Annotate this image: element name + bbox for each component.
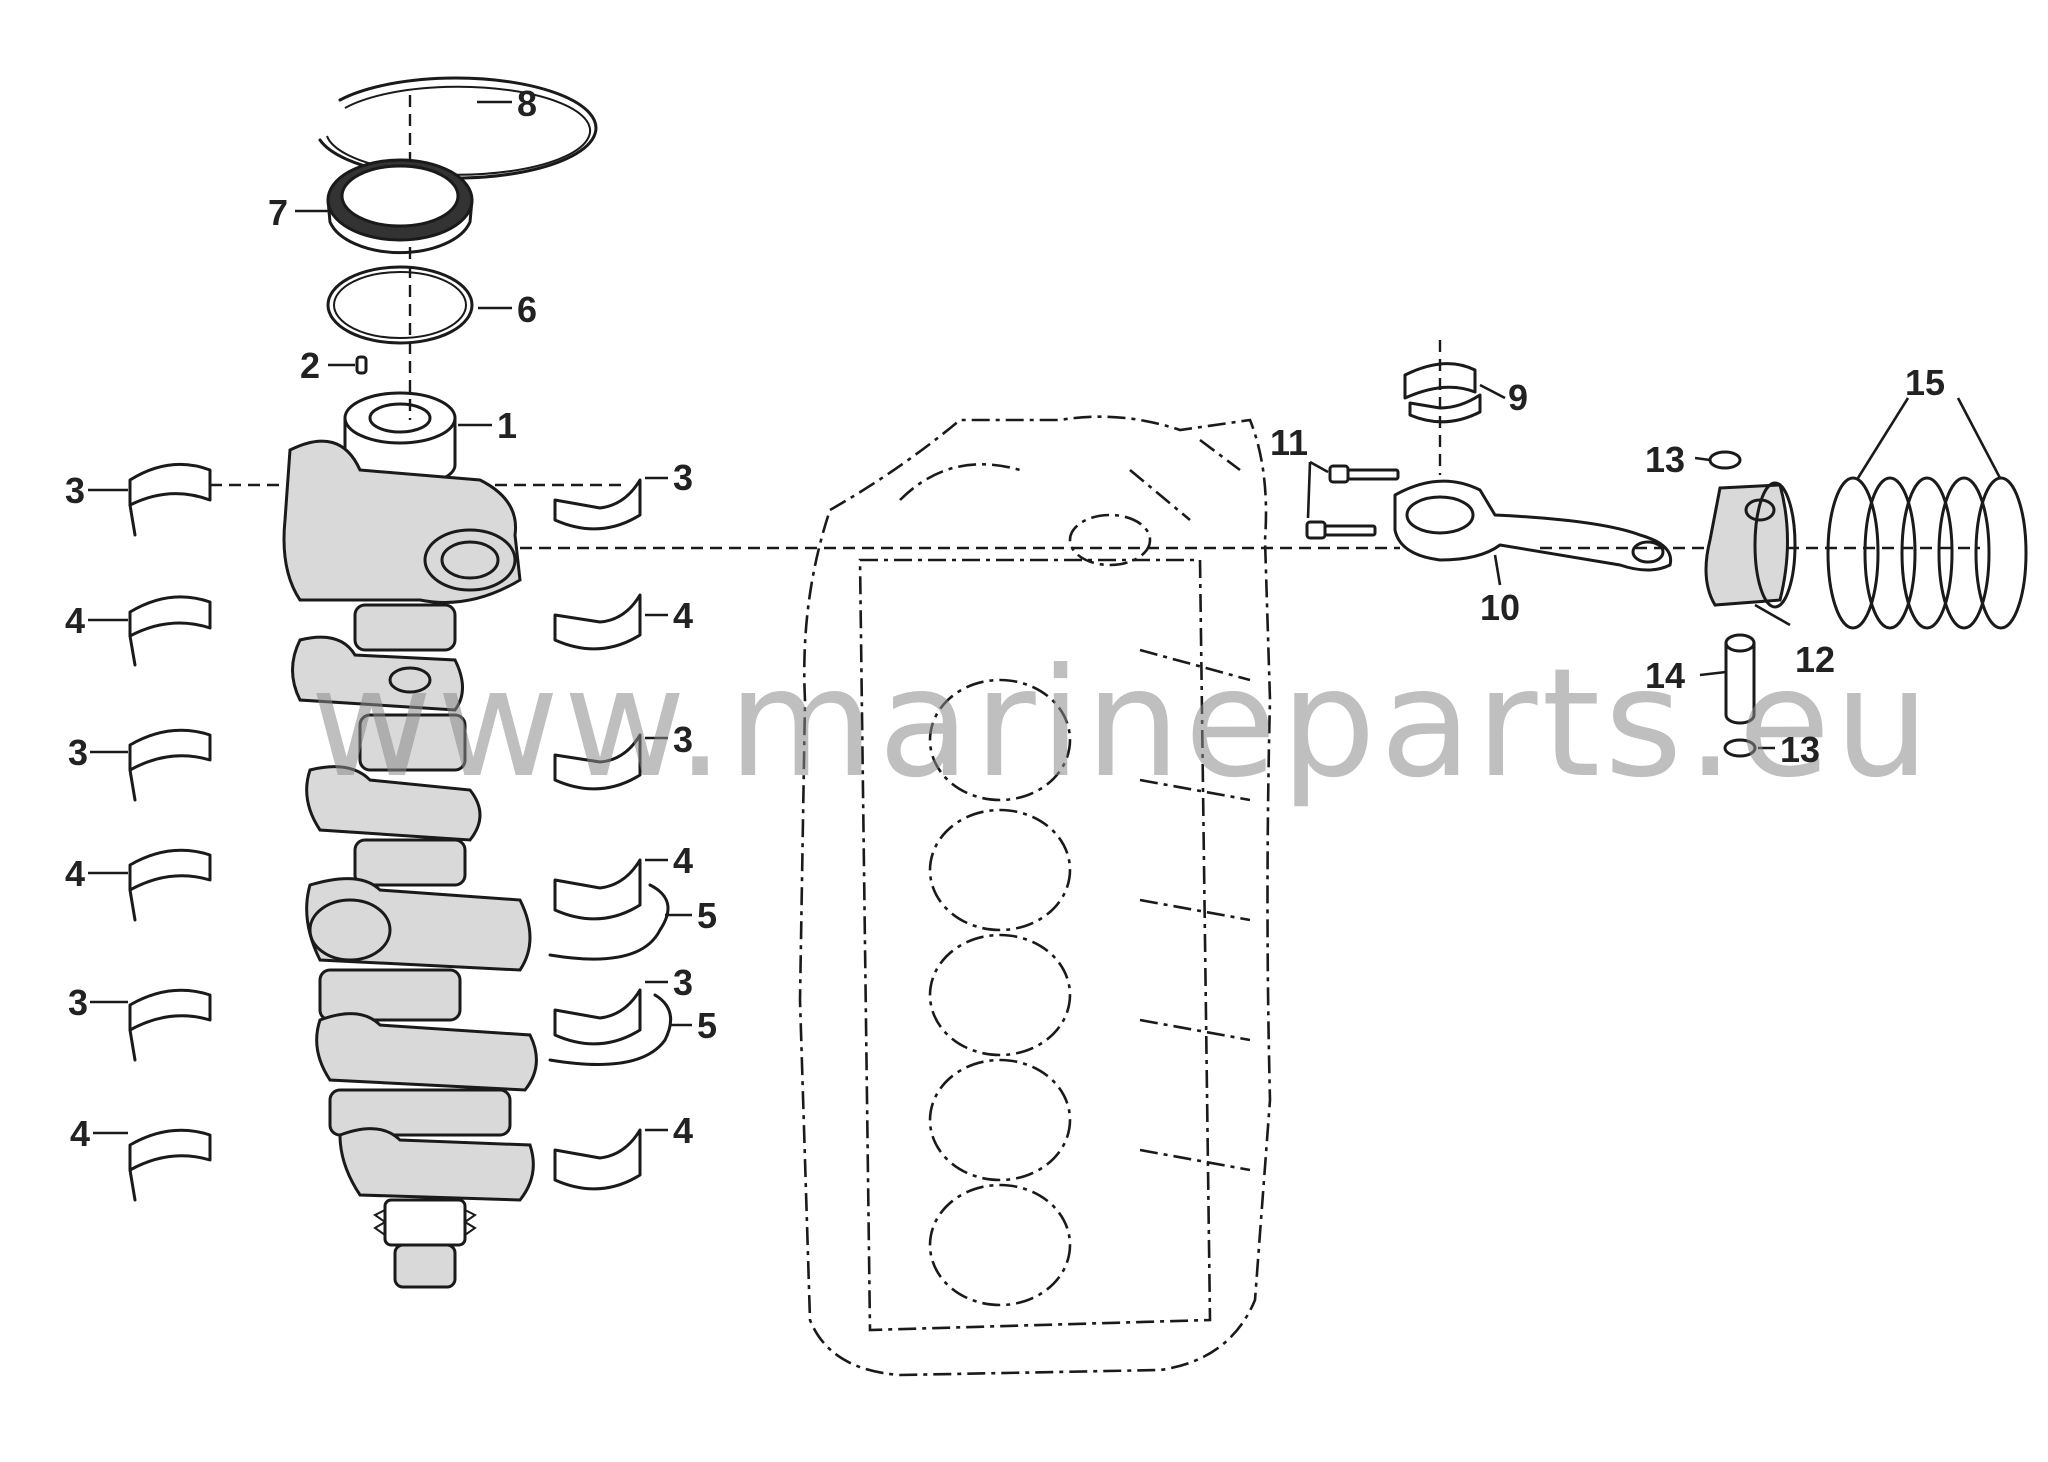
callout-1: 1 bbox=[497, 405, 517, 446]
rod-bearing-part bbox=[1403, 362, 1482, 424]
callout-9: 9 bbox=[1508, 377, 1528, 418]
o-ring-part bbox=[326, 265, 474, 345]
callout-5: 5 bbox=[697, 1005, 717, 1046]
callout-10: 10 bbox=[1480, 587, 1520, 628]
callout-3: 3 bbox=[68, 982, 88, 1023]
crankshaft-part bbox=[282, 391, 538, 1289]
callout-13: 13 bbox=[1645, 439, 1685, 480]
callout-4: 4 bbox=[70, 1113, 90, 1154]
main-bearings-left bbox=[128, 462, 212, 1202]
piston-part bbox=[1704, 450, 1797, 609]
callout-3: 3 bbox=[673, 962, 693, 1003]
callout-13: 13 bbox=[1780, 729, 1820, 770]
main-bearings-right bbox=[548, 478, 673, 1191]
leader-lines bbox=[88, 100, 2002, 1135]
dowel-pin-part bbox=[355, 355, 368, 375]
rod-bolts-part bbox=[1305, 464, 1400, 540]
callout-5: 5 bbox=[697, 895, 717, 936]
callout-8: 8 bbox=[517, 83, 537, 124]
piston-pin-part bbox=[1723, 633, 1757, 758]
callout-15: 15 bbox=[1905, 362, 1945, 403]
callout-3: 3 bbox=[673, 457, 693, 498]
callout-4: 4 bbox=[65, 600, 85, 641]
callout-4: 4 bbox=[673, 840, 693, 881]
callout-12: 12 bbox=[1795, 639, 1835, 680]
callout-6: 6 bbox=[517, 289, 537, 330]
callout-3: 3 bbox=[673, 719, 693, 760]
callout-3: 3 bbox=[68, 732, 88, 773]
callout-4: 4 bbox=[673, 595, 693, 636]
snap-ring-part bbox=[318, 76, 598, 180]
callout-4: 4 bbox=[65, 853, 85, 894]
callout-3: 3 bbox=[65, 470, 85, 511]
connecting-rod-part bbox=[1393, 479, 1673, 572]
cylinder-block bbox=[798, 415, 1272, 1377]
callout-4: 4 bbox=[673, 1110, 693, 1151]
callout-11: 11 bbox=[1270, 422, 1308, 463]
callout-7: 7 bbox=[268, 192, 288, 233]
callout-14: 14 bbox=[1645, 655, 1685, 696]
piston-rings-part bbox=[1826, 476, 2028, 630]
callout-labels: 1 2 3 3 4 4 3 3 4 4 5 3 3 5 4 4 6 7 8 9 … bbox=[65, 83, 1945, 1154]
callout-2: 2 bbox=[300, 345, 320, 386]
watermark-text: www.marineparts.eu bbox=[310, 637, 1934, 811]
oil-seal-part bbox=[326, 158, 474, 255]
